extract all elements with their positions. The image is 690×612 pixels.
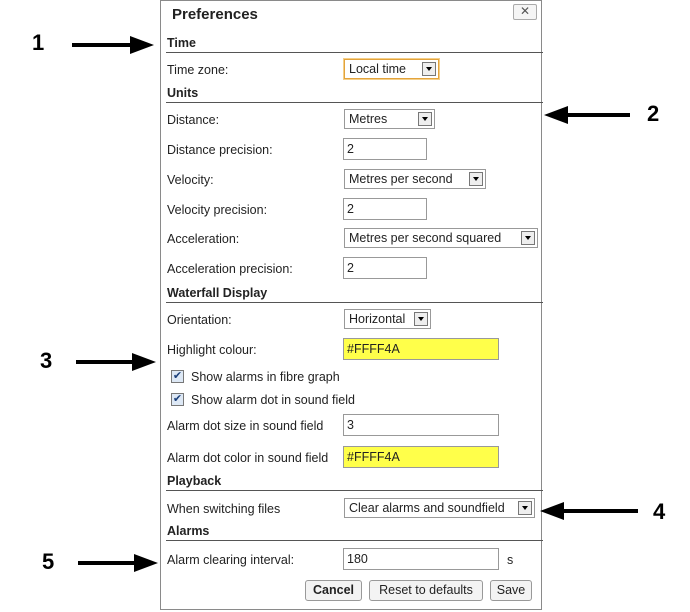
distance-precision-field[interactable]: 2 bbox=[343, 138, 427, 160]
orientation-label: Orientation: bbox=[167, 313, 232, 327]
arrow-right-icon bbox=[72, 36, 154, 54]
acceleration-value: Metres per second squared bbox=[349, 231, 502, 245]
chevron-down-icon bbox=[521, 231, 535, 245]
distance-label: Distance: bbox=[167, 113, 220, 127]
dialog-title: Preferences bbox=[172, 6, 258, 23]
acceleration-label: Acceleration: bbox=[167, 232, 240, 246]
arrow-right-icon bbox=[78, 554, 158, 572]
orientation-value: Horizontal bbox=[349, 312, 406, 326]
section-units: Units bbox=[166, 86, 543, 103]
velocity-value: Metres per second bbox=[349, 172, 453, 186]
orientation-select[interactable]: Horizontal bbox=[344, 309, 431, 329]
arrow-right-icon bbox=[76, 353, 156, 371]
alarm-dot-color-label: Alarm dot color in sound field bbox=[167, 451, 329, 465]
callout-number-2: 2 bbox=[647, 101, 660, 126]
acceleration-precision-label: Acceleration precision: bbox=[167, 262, 293, 276]
velocity-precision-field[interactable]: 2 bbox=[343, 198, 427, 220]
velocity-precision-label: Velocity precision: bbox=[167, 203, 268, 217]
section-waterfall-display: Waterfall Display bbox=[166, 286, 543, 303]
time-zone-value: Local time bbox=[349, 62, 406, 76]
section-alarms: Alarms bbox=[166, 524, 543, 541]
highlight-colour-field[interactable]: #FFFF4A bbox=[343, 338, 499, 360]
reset-to-defaults-button[interactable]: Reset to defaults bbox=[369, 580, 483, 601]
callout-number-4: 4 bbox=[653, 499, 666, 524]
callout-number-5: 5 bbox=[42, 549, 55, 574]
time-zone-select[interactable]: Local time bbox=[344, 59, 439, 79]
show-alarms-fibre-checkbox[interactable]: ✔ bbox=[171, 370, 184, 383]
alarm-clearing-unit: s bbox=[507, 553, 514, 567]
show-alarm-dot-label: Show alarm dot in sound field bbox=[191, 393, 355, 407]
chevron-down-icon bbox=[414, 312, 428, 326]
acceleration-precision-field[interactable]: 2 bbox=[343, 257, 427, 279]
time-zone-label: Time zone: bbox=[167, 63, 229, 77]
show-alarms-fibre-label: Show alarms in fibre graph bbox=[191, 370, 340, 384]
arrow-left-icon bbox=[540, 502, 638, 520]
callout-number-3: 3 bbox=[40, 348, 53, 373]
alarm-dot-color-field[interactable]: #FFFF4A bbox=[343, 446, 499, 468]
preferences-dialog: Preferences ✕ Time Time zone: Local time… bbox=[160, 0, 543, 610]
chevron-down-icon bbox=[469, 172, 483, 186]
distance-precision-label: Distance precision: bbox=[167, 143, 273, 157]
chevron-down-icon bbox=[422, 62, 436, 76]
switching-files-label: When switching files bbox=[167, 502, 281, 516]
section-time: Time bbox=[166, 36, 543, 53]
chevron-down-icon bbox=[518, 501, 532, 515]
chevron-down-icon bbox=[418, 112, 432, 126]
section-playback: Playback bbox=[166, 474, 543, 491]
velocity-select[interactable]: Metres per second bbox=[344, 169, 486, 189]
cancel-button[interactable]: Cancel bbox=[305, 580, 362, 601]
switching-files-value: Clear alarms and soundfield bbox=[349, 501, 505, 515]
distance-value: Metres bbox=[349, 112, 388, 126]
save-button[interactable]: Save bbox=[490, 580, 532, 601]
close-button[interactable]: ✕ bbox=[513, 4, 537, 20]
show-alarm-dot-checkbox[interactable]: ✔ bbox=[171, 393, 184, 406]
velocity-label: Velocity: bbox=[167, 173, 214, 187]
alarm-dot-size-field[interactable]: 3 bbox=[343, 414, 499, 436]
distance-select[interactable]: Metres bbox=[344, 109, 435, 129]
switching-files-select[interactable]: Clear alarms and soundfield bbox=[344, 498, 535, 518]
acceleration-select[interactable]: Metres per second squared bbox=[344, 228, 538, 248]
alarm-dot-size-label: Alarm dot size in sound field bbox=[167, 419, 324, 433]
alarm-clearing-label: Alarm clearing interval: bbox=[167, 553, 295, 567]
callout-number-1: 1 bbox=[32, 30, 45, 55]
alarm-clearing-field[interactable]: 180 bbox=[343, 548, 499, 570]
arrow-left-icon bbox=[544, 106, 630, 124]
highlight-colour-label: Highlight colour: bbox=[167, 343, 257, 357]
